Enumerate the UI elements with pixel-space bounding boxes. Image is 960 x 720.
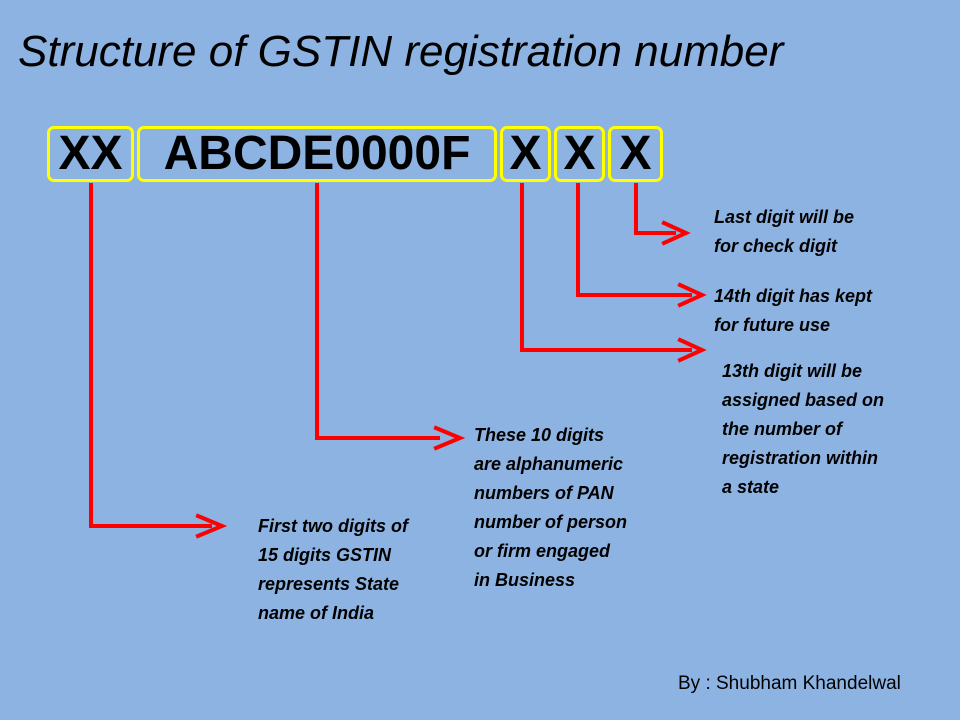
desc-line: name of India bbox=[258, 603, 375, 623]
desc-state-code: First two digits of 15 digits GSTIN repr… bbox=[258, 512, 408, 628]
arrow-13th-digit bbox=[520, 183, 692, 352]
desc-line: These 10 digits bbox=[474, 425, 605, 445]
segment-state-code: XX bbox=[47, 126, 134, 182]
desc-line: for future use bbox=[714, 315, 831, 335]
arrow-pan-number bbox=[315, 183, 440, 440]
desc-line: number of person bbox=[474, 512, 628, 532]
desc-line: numbers of PAN bbox=[474, 483, 614, 503]
segment-14th-digit: X bbox=[554, 126, 605, 182]
segment-check-digit: X bbox=[608, 126, 663, 182]
desc-check-digit: Last digit will be for check digit bbox=[714, 203, 854, 261]
desc-line: represents State bbox=[258, 574, 400, 594]
arrowhead-14th bbox=[677, 282, 707, 308]
arrow-14th-digit bbox=[576, 183, 692, 297]
desc-line: are alphanumeric bbox=[474, 454, 624, 474]
arrow-check-digit bbox=[634, 183, 676, 235]
segment-13th-digit: X bbox=[500, 126, 551, 182]
desc-line: First two digits of bbox=[258, 516, 408, 536]
author-byline: By : Shubham Khandelwal bbox=[678, 673, 901, 694]
arrow-state-code bbox=[89, 183, 212, 528]
desc-line: assigned based on bbox=[722, 390, 885, 410]
desc-13th-digit: 13th digit will be assigned based on the… bbox=[722, 357, 884, 502]
arrowhead-13th bbox=[677, 337, 707, 363]
desc-line: 15 digits GSTIN bbox=[258, 545, 392, 565]
desc-line: the number of bbox=[722, 419, 842, 439]
desc-14th-digit: 14th digit has kept for future use bbox=[714, 282, 872, 340]
desc-line: 14th digit has kept bbox=[714, 286, 873, 306]
desc-line: Last digit will be bbox=[714, 207, 855, 227]
desc-line: in Business bbox=[474, 570, 576, 590]
arrowhead-check bbox=[661, 220, 691, 246]
segment-pan-number: ABCDE0000F bbox=[137, 126, 497, 182]
desc-line: a state bbox=[722, 477, 780, 497]
arrowhead-pan bbox=[433, 425, 466, 451]
desc-pan-number: These 10 digits are alphanumeric numbers… bbox=[474, 421, 627, 595]
desc-line: or firm engaged bbox=[474, 541, 611, 561]
slide-title: Structure of GSTIN registration number bbox=[18, 27, 784, 76]
desc-line: registration within bbox=[722, 448, 879, 468]
desc-line: for check digit bbox=[714, 236, 838, 256]
arrowhead-state bbox=[195, 513, 228, 539]
desc-line: 13th digit will be bbox=[722, 361, 863, 381]
